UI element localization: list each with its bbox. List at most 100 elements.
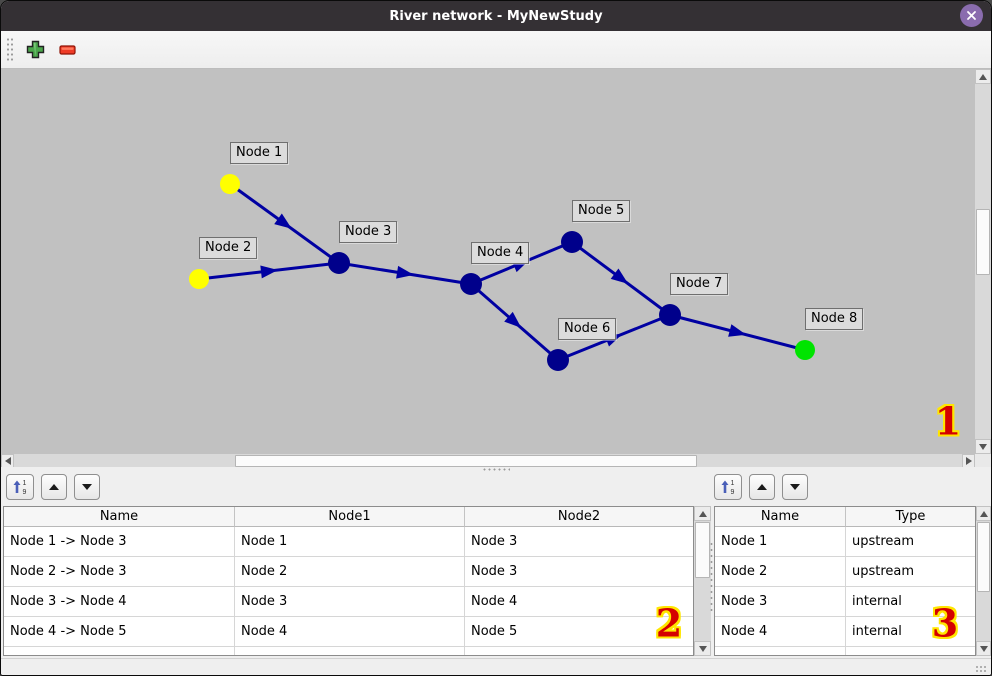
node-label[interactable]: Node 5 — [572, 200, 631, 222]
reaches-move-up-button[interactable] — [41, 473, 67, 500]
reach-column-header[interactable]: Name — [4, 507, 235, 527]
nodes-vscroll-down-button[interactable] — [976, 641, 991, 656]
nodes-move-down-button[interactable] — [782, 473, 808, 500]
nodes-sort-button[interactable]: 1 9 — [714, 473, 742, 500]
toolbar-drag-handle[interactable] — [6, 36, 14, 63]
nodes-vscroll-up-button[interactable] — [976, 506, 991, 521]
window-title: River network - MyNewStudy — [389, 8, 603, 24]
reach-cell[interactable]: Node 3 — [465, 527, 693, 557]
network-node[interactable] — [547, 349, 569, 371]
reach-cell[interactable]: Node 1 — [235, 527, 465, 557]
arrow-left-icon — [4, 457, 11, 465]
nodes-toolbar: 1 9 — [714, 473, 815, 500]
node-empty-row — [715, 647, 975, 655]
triangle-up-icon — [49, 483, 59, 490]
node-cell[interactable]: internal — [846, 587, 975, 617]
sort-ascending-icon: 1 9 — [13, 480, 27, 495]
reach-cell[interactable]: Node 3 — [465, 557, 693, 587]
reach-cell[interactable]: Node 2 -> Node 3 — [4, 557, 235, 587]
node-cell[interactable]: upstream — [846, 557, 975, 587]
node-cell[interactable]: Node 2 — [715, 557, 846, 587]
node-cell[interactable]: internal — [846, 617, 975, 647]
node-label[interactable]: Node 3 — [339, 221, 398, 243]
nodes-move-up-button[interactable] — [749, 473, 775, 500]
node-cell[interactable]: Node 4 — [715, 617, 846, 647]
arrow-down-icon — [979, 443, 987, 450]
nodes-vscrollbar[interactable] — [976, 506, 991, 656]
canvas-vscroll-down-button[interactable] — [975, 439, 991, 454]
svg-text:9: 9 — [731, 489, 735, 495]
minus-icon — [59, 44, 76, 55]
network-node[interactable] — [659, 304, 681, 326]
canvas-vscroll-up-button[interactable] — [975, 69, 991, 84]
reach-cell[interactable]: Node 2 — [235, 557, 465, 587]
reach-cell[interactable]: Node 4 — [235, 617, 465, 647]
node-label[interactable]: Node 7 — [670, 273, 729, 295]
close-button[interactable] — [960, 4, 983, 27]
reach-column-header[interactable]: Node1 — [235, 507, 465, 527]
resize-grip[interactable] — [975, 665, 987, 674]
canvas-vscroll-thumb[interactable] — [976, 209, 990, 275]
node-cell[interactable]: Node 1 — [715, 527, 846, 557]
node-label[interactable]: Node 6 — [558, 318, 617, 340]
node-label[interactable]: Node 2 — [199, 237, 258, 259]
network-node[interactable] — [220, 174, 240, 194]
reaches-sort-button[interactable]: 1 9 — [6, 473, 34, 500]
canvas-hscroll-left-button[interactable] — [1, 454, 14, 468]
node-cell[interactable]: Node 3 — [715, 587, 846, 617]
splitter-handle-icon — [482, 468, 510, 471]
node-cell[interactable]: upstream — [846, 527, 975, 557]
node-empty-cell — [715, 647, 846, 655]
reach-cell[interactable]: Node 5 — [465, 617, 693, 647]
add-button[interactable] — [22, 37, 48, 63]
horizontal-splitter[interactable] — [1, 467, 991, 472]
node-column-header[interactable]: Name — [715, 507, 846, 527]
reaches-vscroll-up-button[interactable] — [694, 506, 711, 521]
edge-arrowhead-icon — [274, 213, 292, 229]
reaches-vscroll-thumb[interactable] — [695, 522, 710, 578]
node-label[interactable]: Node 8 — [805, 308, 864, 330]
reach-cell[interactable]: Node 4 -> Node 5 — [4, 617, 235, 647]
network-node[interactable] — [561, 231, 583, 253]
remove-button[interactable] — [55, 37, 81, 63]
network-canvas[interactable]: Node 1 Node 2 Node 3 Node 4 Node 5 Node 6 Node… — [1, 69, 976, 454]
vertical-splitter[interactable] — [709, 541, 714, 611]
node-column-header[interactable]: Type — [846, 507, 975, 527]
network-node[interactable] — [328, 252, 350, 274]
canvas-hscroll-right-button[interactable] — [962, 454, 975, 468]
titlebar[interactable]: River network - MyNewStudy — [1, 1, 991, 31]
node-label[interactable]: Node 1 — [230, 142, 289, 164]
network-node[interactable] — [460, 273, 482, 295]
main-toolbar — [1, 31, 991, 69]
reaches-move-down-button[interactable] — [74, 473, 100, 500]
status-bar — [1, 658, 991, 675]
canvas-hscrollbar[interactable] — [1, 454, 975, 468]
reaches-vscrollbar[interactable] — [694, 506, 711, 656]
canvas-hscroll-thumb[interactable] — [235, 455, 697, 467]
reach-cell[interactable]: Node 1 -> Node 3 — [4, 527, 235, 557]
node-label[interactable]: Node 4 — [471, 242, 530, 264]
reach-cell[interactable]: Node 4 — [465, 587, 693, 617]
reaches-vscroll-down-button[interactable] — [694, 641, 711, 656]
canvas-vscrollbar[interactable] — [975, 69, 991, 454]
svg-text:1: 1 — [731, 480, 735, 487]
nodes-vscroll-thumb[interactable] — [977, 522, 990, 592]
reach-column-header[interactable]: Node2 — [465, 507, 693, 527]
network-node[interactable] — [189, 269, 209, 289]
close-icon — [967, 11, 976, 20]
reach-cell[interactable]: Node 3 -> Node 4 — [4, 587, 235, 617]
reach-cell[interactable]: Node 3 — [235, 587, 465, 617]
plus-icon — [26, 40, 44, 59]
triangle-down-icon — [82, 483, 92, 490]
network-node[interactable] — [795, 340, 815, 360]
